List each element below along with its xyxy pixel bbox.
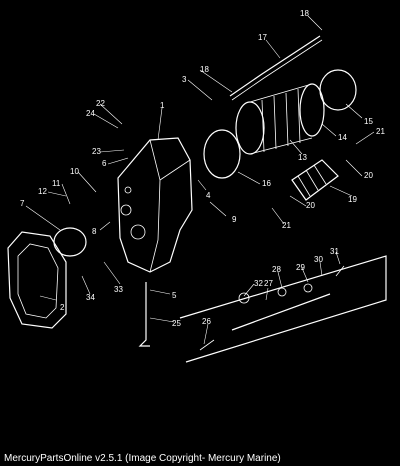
callout-15: 15 xyxy=(364,117,373,126)
callout-26: 26 xyxy=(202,317,211,326)
callout-18-mid: 18 xyxy=(200,65,209,74)
clamp-ring xyxy=(203,129,241,179)
gimbal-housing xyxy=(117,137,193,273)
water-hose xyxy=(229,35,321,97)
callout-labels: 1 2 3 4 5 6 7 8 9 10 11 12 13 14 15 16 1… xyxy=(20,9,385,328)
callout-20-left: 20 xyxy=(306,201,315,210)
clamp-ring xyxy=(319,69,357,111)
callout-16: 16 xyxy=(262,179,271,188)
callout-10: 10 xyxy=(70,167,79,176)
callout-9: 9 xyxy=(232,215,237,224)
callout-34: 34 xyxy=(86,293,95,302)
callout-29: 29 xyxy=(296,263,305,272)
callout-21-right: 21 xyxy=(376,127,385,136)
image-caption: MercuryPartsOnline v2.5.1 (Image Copyrig… xyxy=(4,453,281,464)
callout-leaders xyxy=(25,15,375,345)
callout-5: 5 xyxy=(172,291,177,300)
callout-11: 11 xyxy=(52,179,61,188)
gasket-plate xyxy=(7,231,67,329)
callout-27: 27 xyxy=(264,279,273,288)
callout-32: 32 xyxy=(254,279,263,288)
callout-19: 19 xyxy=(348,195,357,204)
stud-rod xyxy=(138,282,150,347)
callout-21-left: 21 xyxy=(282,221,291,230)
bellows xyxy=(235,83,325,155)
seal-ring xyxy=(53,227,87,257)
callout-1: 1 xyxy=(160,101,165,110)
callout-31: 31 xyxy=(330,247,339,256)
callout-8: 8 xyxy=(92,227,97,236)
exhaust-bellows xyxy=(291,159,339,201)
parts-diagram: 1 2 3 4 5 6 7 8 9 10 11 12 13 14 15 16 1… xyxy=(7,9,387,363)
shift-cable-assembly xyxy=(179,255,387,363)
callout-20-right: 20 xyxy=(364,171,373,180)
callout-25: 25 xyxy=(172,319,181,328)
callout-13: 13 xyxy=(298,153,307,162)
callout-2: 2 xyxy=(60,303,65,312)
callout-24: 24 xyxy=(86,109,95,118)
callout-33: 33 xyxy=(114,285,123,294)
callout-28: 28 xyxy=(272,265,281,274)
callout-7: 7 xyxy=(20,199,25,208)
callout-14: 14 xyxy=(338,133,347,142)
callout-6: 6 xyxy=(102,159,107,168)
callout-23: 23 xyxy=(92,147,101,156)
callout-30: 30 xyxy=(314,255,323,264)
callout-12: 12 xyxy=(38,187,47,196)
callout-4: 4 xyxy=(206,191,211,200)
callout-22: 22 xyxy=(96,99,105,108)
callout-17: 17 xyxy=(258,33,267,42)
callout-18-top: 18 xyxy=(300,9,309,18)
callout-3: 3 xyxy=(182,75,187,84)
